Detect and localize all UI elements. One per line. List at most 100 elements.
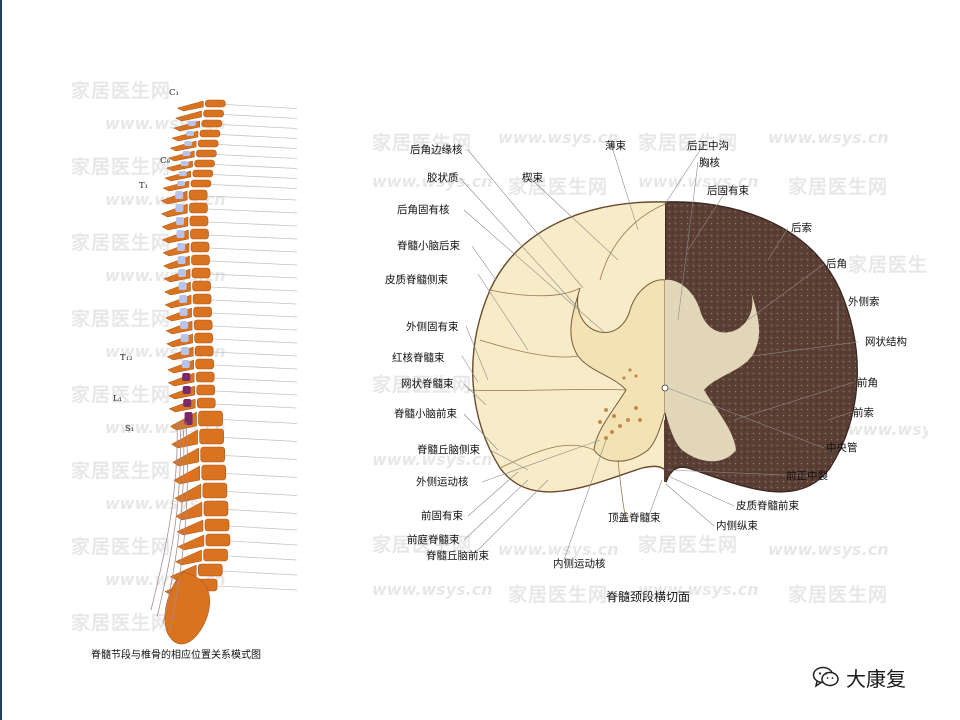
spinous-process [163,268,191,283]
vertebral-body [205,99,226,108]
nerve-line [213,364,298,370]
nerve-line [229,540,298,546]
label-rubrospinal-tract: 红核脊髓束 [392,352,445,364]
vertebral-body [194,332,213,344]
spinous-process [171,429,198,449]
vertebral-body [191,267,211,279]
nerve-line [224,455,298,460]
spinous-process [164,307,192,322]
nerve-line [214,377,298,383]
cord-segment [178,269,187,277]
spinous-process [169,140,197,152]
vertebral-body [196,149,217,158]
spinous-process [163,281,191,296]
vertebral-body [205,533,231,547]
vertebra-label-t12: T₁₂ [120,353,133,363]
spinous-process [165,320,193,335]
label-nucleus-proprius: 后角固有核 [397,204,450,216]
label-substantia-gelatinosa: 胶状质 [427,172,459,184]
nerve-line [217,585,298,591]
nerve-line [223,437,298,442]
label-lateral-corticospinal-tract: 皮质脊髓侧束 [385,274,448,286]
nerve-line [213,351,298,357]
vertebral-body [196,397,216,409]
cord-segment [176,181,185,186]
nerve-line [221,124,298,129]
nerve-line [218,144,298,149]
vertebral-body [199,129,221,138]
spinous-process [164,294,192,309]
spinous-process [176,519,204,536]
spinous-process [168,385,195,400]
cervical-cross-section-figure: 家居医生网 www.wsys.cn 家居医生网 www.wsys.cn www.… [368,120,928,620]
left-figure-caption: 脊髓节段与椎骨的相应位置关系模式图 [91,650,261,661]
label-anterior-funiculus: 前索 [853,407,874,419]
spinous-process [172,447,199,467]
label-anterior-horn: 前角 [857,377,878,389]
vertebral-body [202,482,228,499]
leader-lines [459,143,859,561]
cord-segment [184,412,193,425]
cord-segment [175,204,184,212]
nerve-line [208,247,298,253]
nerve-line [223,114,298,119]
nerve-line [222,419,298,424]
gray-matter-right [665,279,760,462]
spinous-process [161,229,189,244]
spinous-process [171,130,199,142]
vertebral-body [191,254,210,266]
nerve-line [207,208,298,214]
vertebral-body [198,410,223,427]
spinous-process [167,372,195,387]
label-central-canal: 中央管 [826,442,858,454]
spinal-nerve-lines [207,104,298,591]
label-anterior-corticospinal-tract: 皮质脊髓前束 [736,500,799,512]
cord-segment [180,161,189,166]
vertebral-body [199,428,224,445]
spinal-cord-segments [175,121,196,425]
nerve-line [216,154,298,159]
spinous-process [160,190,188,205]
label-posterior-marginal-nucleus: 后角边缘核 [410,144,463,156]
spinous-process [166,333,193,348]
cauda-equina [150,421,188,631]
nerve-line [211,299,298,305]
label-tectospinal-tract: 顶盖脊髓束 [608,512,661,524]
spine-segment-figure: 家居医生网 www.wsys.cn 家居医生网 www.wsys.cn 家居医生… [65,72,313,670]
vertebra-label-s1: S₁ [125,424,135,434]
label-lateral-proper-fasciculus: 外侧固有束 [406,321,459,333]
cord-segment [187,121,196,126]
cord-segment [181,360,190,368]
vertebra-label-t1: T₁ [139,181,149,191]
vertebral-body [192,169,214,178]
label-gracile-fasciculus: 薄束 [605,140,626,152]
nerve-line [208,234,298,240]
brand-watermark: 大康复 [812,664,906,691]
vertebral-body [192,280,211,292]
cord-segment [178,282,187,290]
spinous-process [177,534,205,551]
vertebral-body [198,563,223,577]
vertebral-body [197,139,219,148]
nerve-line [226,491,298,496]
spinous-process [176,100,204,112]
cross-section-illustration [459,143,859,561]
nerve-line [219,134,298,139]
spinous-process [168,398,196,413]
cord-segment [181,347,190,355]
label-anterior-spinocerebellar-tract: 脊髓小脑前束 [394,408,457,420]
cord-segment [183,399,192,407]
spinous-process [162,255,190,270]
label-vestibulospinal-tract: 前庭脊髓束 [407,534,460,546]
vertebral-body [189,215,209,227]
nerve-line [222,570,298,576]
nerve-line [227,555,298,561]
label-anterior-spinothalamic-tract: 脊髓丘脑前束 [426,550,489,562]
cord-segment [182,151,191,156]
nerve-line [214,390,298,396]
cord-segment [177,256,186,264]
label-posterior-median-sulcus: 后正中沟 [687,140,729,152]
spinous-process [174,549,202,566]
spinous-process [173,120,201,132]
nerve-line [225,104,298,109]
